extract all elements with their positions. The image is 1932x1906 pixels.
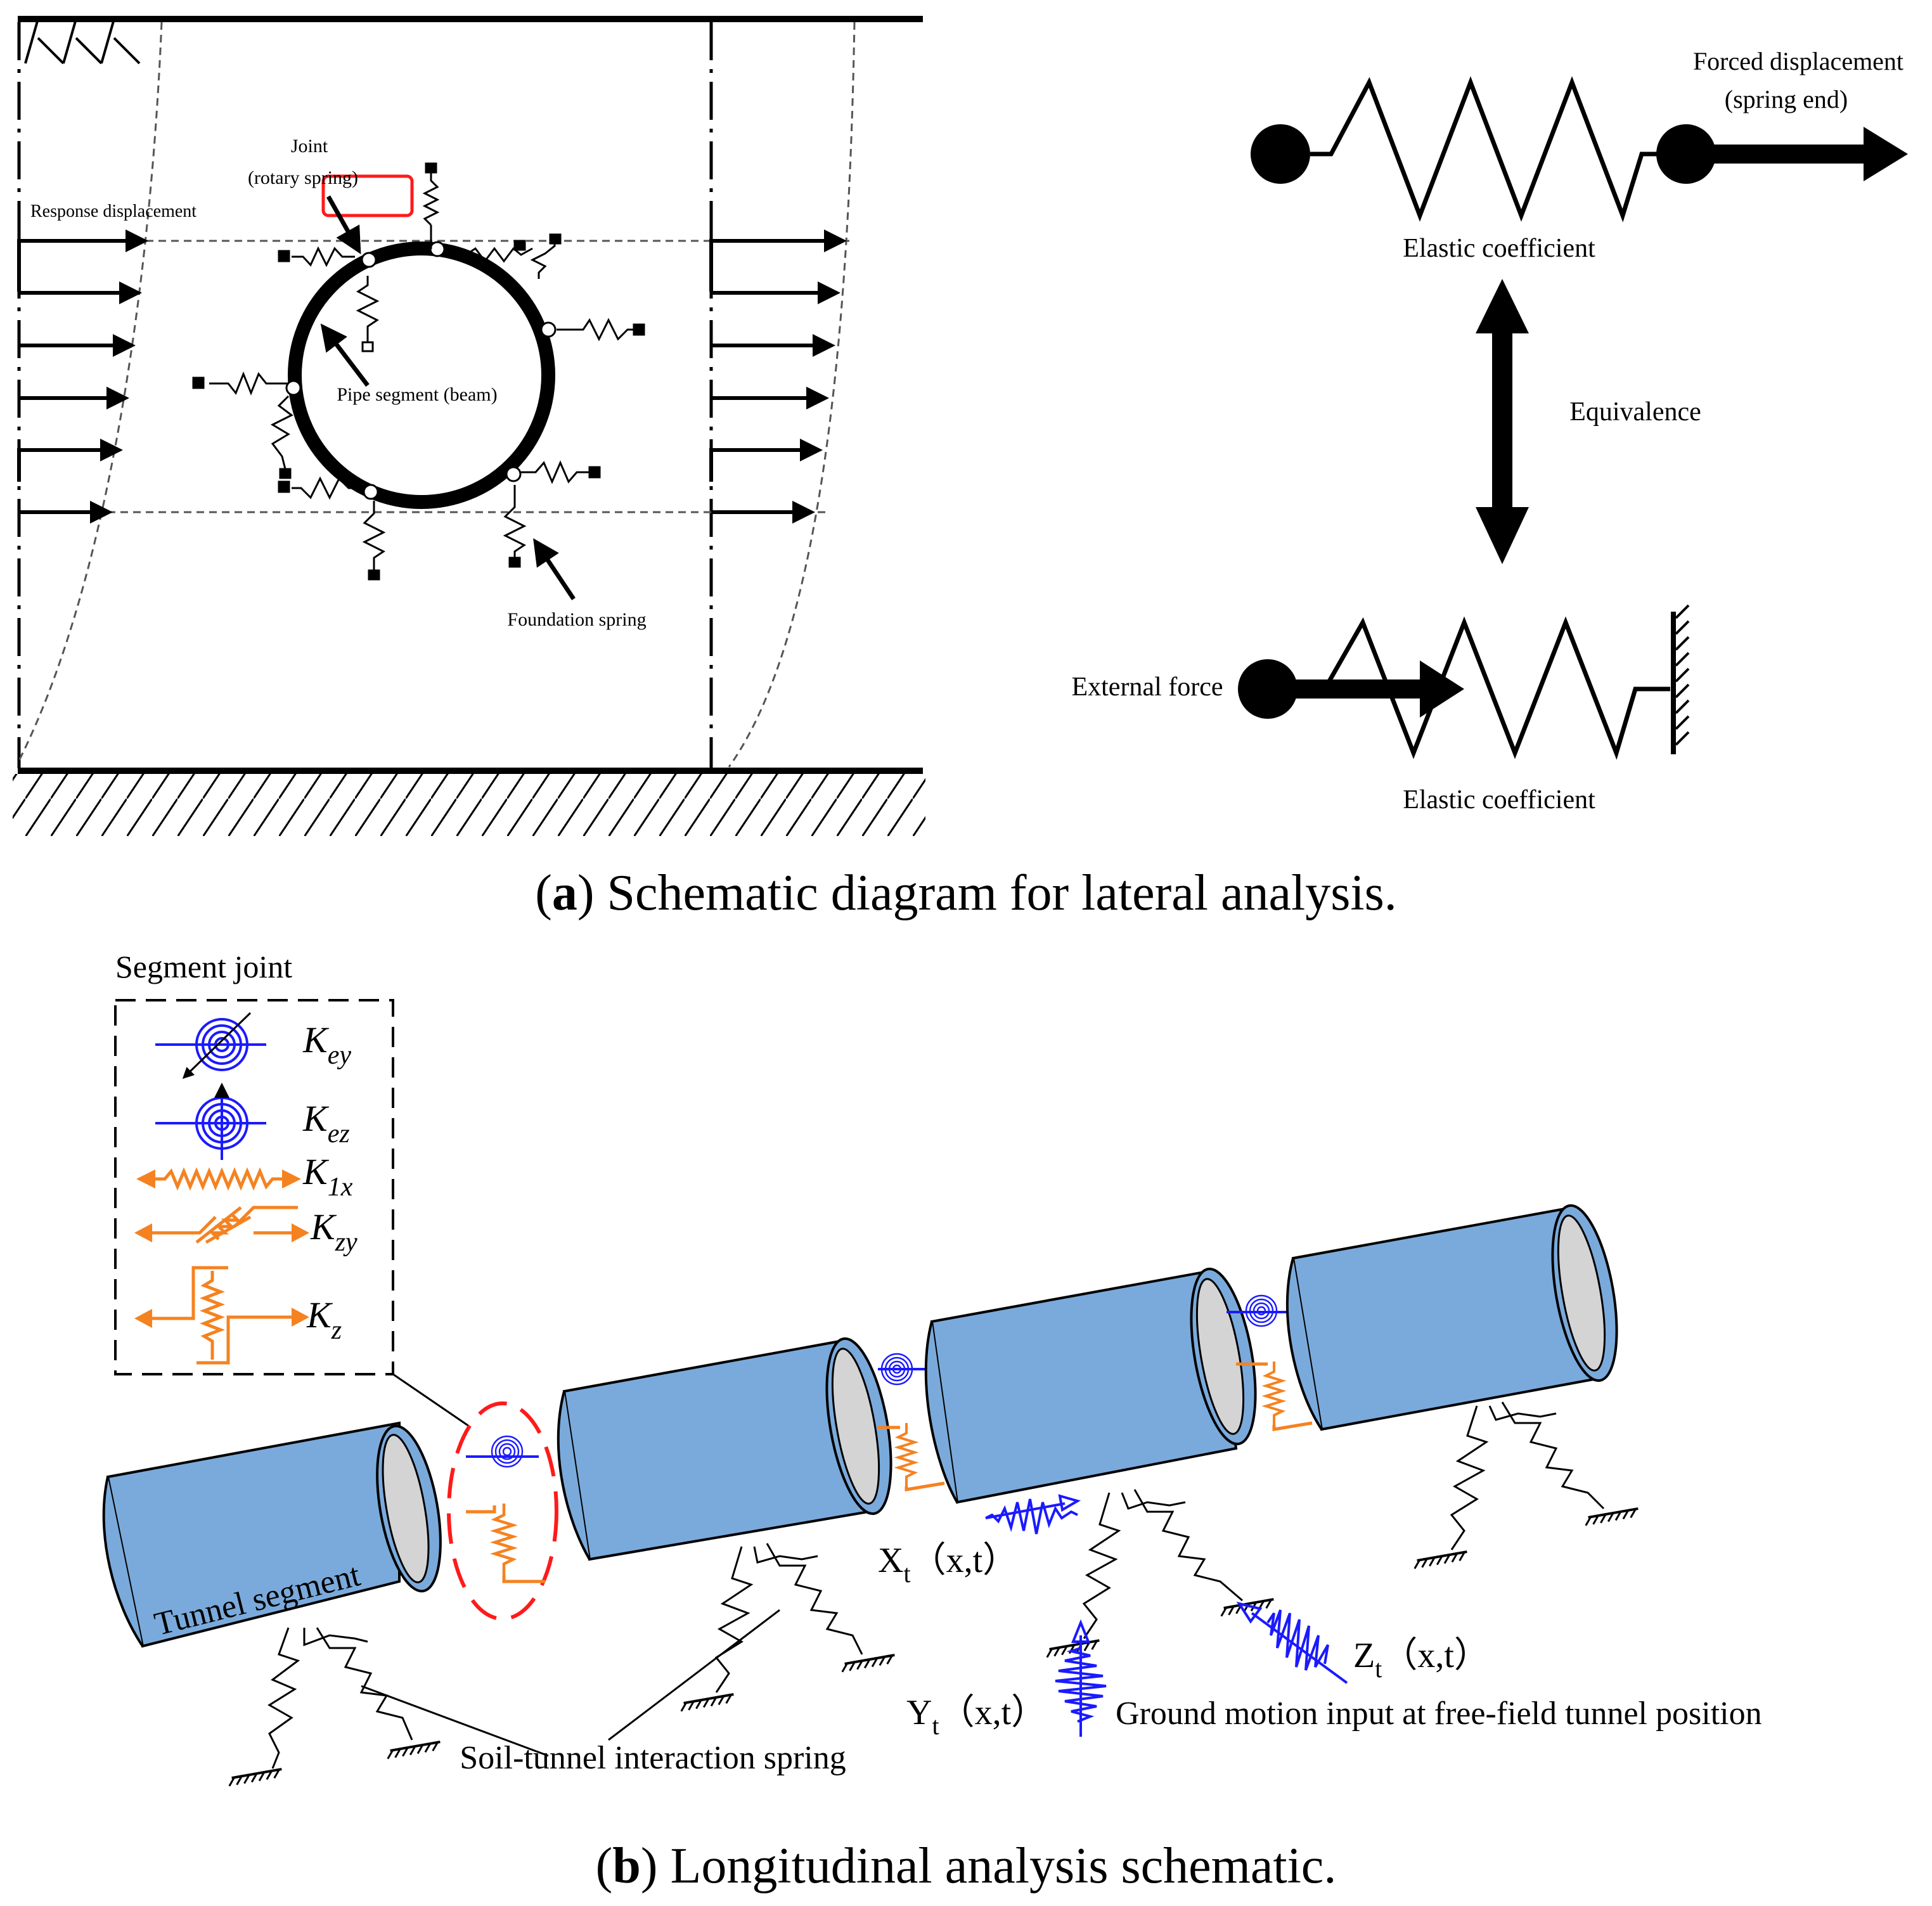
legend-key-zy-symbol [134, 1206, 309, 1244]
elastic-coefficient-top-label: Elastic coefficient [1403, 234, 1595, 263]
legend-key-ey-label: Key [302, 1019, 351, 1070]
tunnel-segment-2 [557, 1337, 892, 1561]
soil-springs-3 [1044, 1489, 1277, 1659]
ground-motion-zt-wave [1236, 1601, 1348, 1684]
tunnel-ring [285, 241, 557, 509]
ground-motion-label: Ground motion input at free-field tunnel… [1116, 1696, 1762, 1732]
tunnel-segment-1 [102, 1421, 442, 1648]
highlight-box [321, 174, 414, 217]
legend-key-zy-label: Kzy [310, 1206, 357, 1257]
foundation-springs [192, 162, 645, 581]
response-displacement-label: Response displacement [30, 202, 196, 221]
caption-b-letter: b [612, 1838, 641, 1894]
response-arrows-right [709, 229, 847, 524]
rotary-spring-label: (rotary spring) [248, 167, 358, 188]
equivalence-label: Equivalence [1569, 397, 1701, 427]
pointer-arrows [320, 195, 576, 600]
yt-label: Yt（x,t） [906, 1693, 1046, 1740]
soil-spring-leader-2 [608, 1609, 780, 1741]
xt-label: Xt（x,t） [878, 1541, 1018, 1588]
tunnel-segment-4 [1285, 1204, 1618, 1431]
pipe-segment-label: Pipe segment (beam) [337, 384, 497, 405]
joint-label: Joint [291, 136, 328, 157]
legend-leader-line [392, 1373, 470, 1427]
foundation-spring-label: Foundation spring [507, 609, 646, 630]
caption-b: (b) Longitudinal analysis schematic. [596, 1838, 1337, 1894]
panel-b: Segment joint Key Kez K1x [102, 949, 1762, 1894]
ground-motion-xt-wave [985, 1494, 1081, 1535]
joint-2 [878, 1353, 945, 1491]
equivalence-arrow [1476, 279, 1529, 564]
legend-key-ez-symbol [155, 1083, 266, 1160]
joint-3 [1227, 1294, 1313, 1431]
elastic-coefficient-bottom-label: Elastic coefficient [1403, 785, 1595, 815]
response-arrows-left [17, 229, 148, 524]
segment-joint-legend-box [114, 999, 394, 1375]
legend-key-z-label: Kz [306, 1294, 342, 1345]
legend-key-1x-label: K1x [302, 1151, 353, 1202]
joint-1 [447, 1401, 558, 1621]
external-force-label: External force [1071, 673, 1223, 702]
soil-spring-leader-1 [361, 1685, 549, 1757]
legend-key-ez-label: Kez [302, 1098, 350, 1149]
legend-key-1x-symbol [136, 1167, 301, 1191]
soil-tunnel-spring-label: Soil-tunnel interaction spring [460, 1740, 846, 1776]
segment-joint-title: Segment joint [115, 949, 292, 984]
caption-a-letter: a [552, 865, 577, 921]
panel-a: Joint (rotary spring) Response displacem… [13, 16, 1908, 921]
legend-key-z-symbol [134, 1266, 309, 1365]
spring-end-label: (spring end) [1725, 85, 1848, 113]
caption-a: (a) Schematic diagram for lateral analys… [535, 865, 1396, 921]
soil-box [13, 16, 925, 836]
spring-model-forced [1251, 76, 1908, 222]
zt-label: Zt（x,t） [1353, 1636, 1490, 1683]
soil-springs-4 [1412, 1401, 1641, 1570]
tunnel-segment-3 [924, 1267, 1257, 1504]
spring-model-external [1238, 604, 1690, 760]
caption-a-text: Schematic diagram for lateral analysis. [595, 865, 1397, 921]
legend-key-ey-symbol [155, 1012, 266, 1079]
caption-b-text: Longitudinal analysis schematic. [657, 1838, 1336, 1894]
ground-motion-yt-wave [1055, 1619, 1107, 1737]
soil-springs-2 [678, 1543, 898, 1713]
soil-springs-1 [226, 1627, 443, 1787]
forced-displacement-label: Forced displacement [1693, 47, 1903, 75]
